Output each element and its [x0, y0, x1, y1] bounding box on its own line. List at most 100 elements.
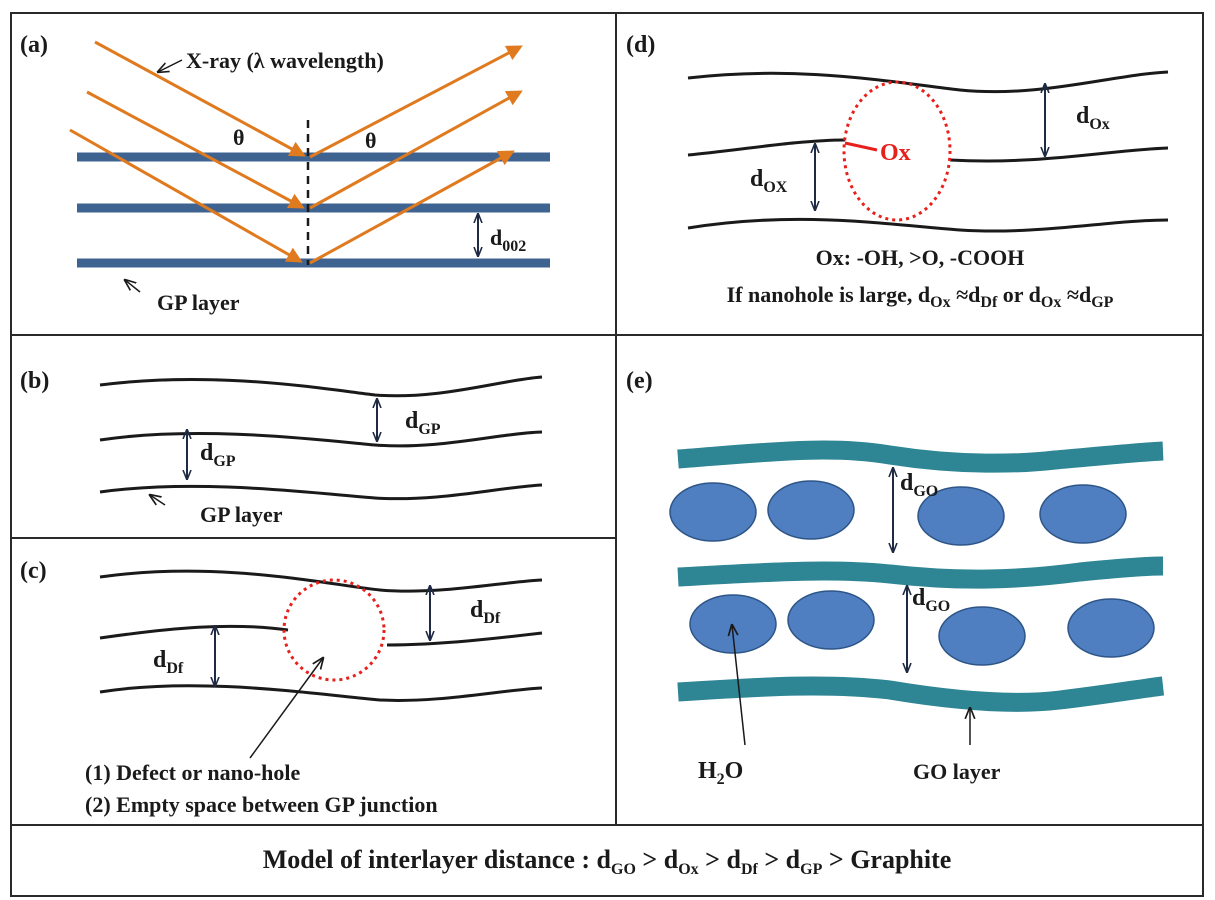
dgp2-sub: GP: [213, 453, 235, 470]
ox-wavy-layer-2-left: [687, 138, 846, 157]
dgo-label-2: dGO: [912, 585, 950, 615]
ddf-label-1: dDf: [470, 597, 501, 627]
panel-d-label: (d): [626, 32, 655, 58]
ddf-label-2: dDf: [153, 647, 184, 677]
incident-beam-1: [94, 40, 306, 157]
outer-border: [10, 12, 1204, 897]
water-molecule: [1039, 484, 1127, 544]
summary-g1: >: [636, 845, 664, 874]
panel-b-label: (b): [20, 368, 49, 394]
gp-layer-label-a: GP layer: [157, 290, 240, 315]
water-molecule: [917, 486, 1005, 546]
cond-approx1: ≈d: [951, 282, 981, 307]
ox-group-label: Ox: [880, 140, 911, 166]
go-layers: [677, 440, 1165, 712]
cond-prefix: If nanohole is large,: [727, 282, 918, 307]
dox-left-sub: OX: [763, 179, 787, 196]
summary-prefix: Model of interlayer distance :: [263, 845, 597, 874]
summary-s2: Ox: [678, 861, 698, 878]
gp-wavy-layers-b: [99, 375, 543, 501]
gp-layer-pointer-arrow: [125, 280, 141, 293]
theta-left-label: θ: [233, 125, 244, 150]
water-molecule: [938, 606, 1026, 666]
summary-d4: d: [786, 845, 801, 874]
gp-layer-label-b: GP layer: [200, 502, 283, 527]
cond-d3: d: [1029, 282, 1041, 307]
reflected-beam-2: [309, 90, 523, 210]
interlayer-distance-summary: Model of interlayer distance : dGO > dOx…: [263, 845, 952, 878]
water-sub: 2: [717, 771, 725, 788]
water-molecule: [669, 482, 757, 542]
water-pointer-arrow: [732, 625, 746, 746]
gp-wavy-layers-c: [99, 569, 543, 702]
water-molecules: [669, 480, 1155, 666]
water-molecule: [767, 480, 855, 540]
dox-label-left: dOX: [750, 166, 788, 196]
water-o: O: [725, 758, 744, 784]
dgo-label-1: dGO: [900, 470, 938, 500]
gp-layers: [77, 152, 550, 268]
ox-wavy-layers: [687, 70, 1169, 233]
cond-approx2: ≈d: [1061, 282, 1091, 307]
go-layer-2: [677, 556, 1164, 589]
gp-wavy-layer-b2: [99, 430, 543, 448]
summary-g3: >: [758, 845, 786, 874]
incident-beam-2: [86, 90, 305, 209]
dgp2-main: d: [200, 440, 214, 466]
water-h: H: [698, 758, 717, 784]
summary-d2: d: [664, 845, 679, 874]
dgp-label-1: dGP: [405, 408, 441, 438]
ddf1-sub: Df: [483, 610, 501, 627]
panel-c: (c) dDf dDf (1) Defect or nano-hole (2) …: [20, 558, 543, 817]
defect-note-line2: (2) Empty space between GP junction: [85, 792, 438, 817]
gp-wavy-layer-c3: [99, 684, 543, 702]
gp-wavy-layer-b1: [99, 375, 543, 398]
cond-d1: d: [918, 282, 930, 307]
cond-or: or: [997, 282, 1028, 307]
dgp-label-2: dGP: [200, 440, 236, 470]
water-molecule: [1067, 598, 1155, 658]
dox-left-main: d: [750, 166, 764, 192]
gp-wavy-layer-c1: [99, 569, 543, 593]
defect-pointer-arrow: [249, 658, 323, 759]
summary-d3: d: [726, 845, 741, 874]
ox-wavy-layer-3: [687, 217, 1169, 233]
dgo1-sub: GO: [913, 483, 938, 500]
xray-label: X-ray (λ wavelength): [186, 48, 384, 73]
ox-bond-line: [844, 141, 878, 152]
d002-label: d002: [490, 225, 526, 255]
dgo2-main: d: [912, 585, 926, 611]
ox-wavy-layer-2-right: [949, 146, 1169, 163]
cond-sub4: GP: [1091, 294, 1113, 311]
dox-right-sub: Ox: [1089, 116, 1109, 133]
water-molecule: [787, 590, 875, 650]
panel-a: (a) X-ray (λ wavelength) θ θ d002 GP lay…: [20, 32, 550, 315]
go-layer-1: [677, 440, 1164, 473]
panel-a-label: (a): [20, 32, 48, 58]
water-label: H2O: [698, 758, 743, 788]
dgo1-main: d: [900, 470, 914, 496]
d002-main: d: [490, 225, 502, 250]
summary-s1: GO: [611, 861, 636, 878]
gp-wavy-layer-c2-left: [99, 624, 289, 640]
reflected-beam-3: [309, 150, 515, 265]
cond-d3-sub: Ox: [1041, 294, 1061, 311]
defect-nanohole-circle: [282, 578, 386, 682]
ddf2-main: d: [153, 647, 167, 673]
summary-g2: >: [699, 845, 727, 874]
ox-groups-label: Ox: -OH, >O, -COOH: [816, 245, 1025, 270]
go-layer-label: GO layer: [913, 759, 1001, 784]
panel-d: (d) Ox dOx dOX Ox: -OH, >O, -COOH If nan…: [626, 32, 1169, 311]
dgo2-sub: GO: [925, 598, 950, 615]
summary-g4: >: [822, 845, 850, 874]
summary-s4: GP: [800, 861, 822, 878]
ox-nanohole-ellipse: [842, 80, 952, 222]
go-layer-3: [677, 676, 1165, 712]
reflected-beam-1: [309, 45, 523, 159]
ddf2-sub: Df: [166, 660, 184, 677]
panel-frame: [10, 12, 1204, 897]
dox-right-main: d: [1076, 103, 1090, 129]
ox-wavy-layer-1: [687, 70, 1169, 94]
